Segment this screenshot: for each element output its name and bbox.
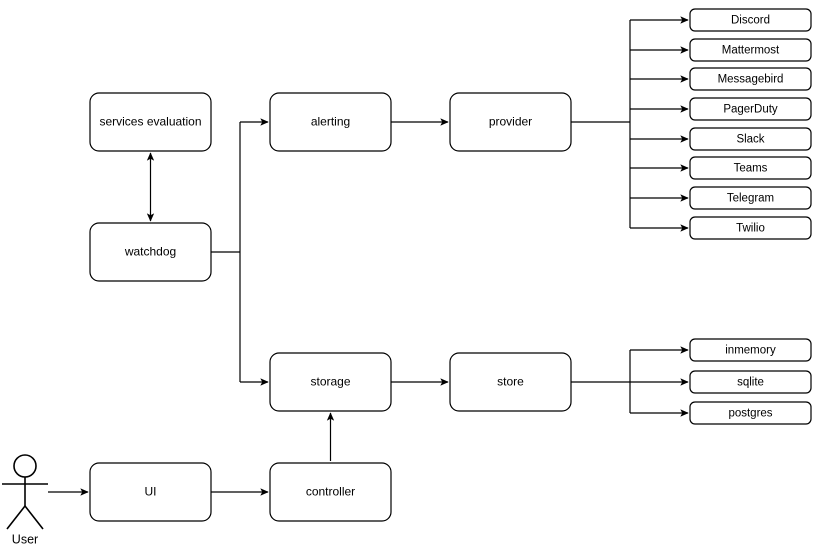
node-alerting[interactable]: alerting [269,92,392,152]
store-option-label-inmemory: inmemory [725,345,776,357]
provider-option-label-slack: Slack [736,134,764,146]
provider-option-label-mattermost: Mattermost [722,45,780,57]
node-label-ui: UI [145,485,157,499]
node-label-provider: provider [489,115,532,129]
node-store[interactable]: store [449,352,572,412]
node-box-provider[interactable] [449,92,572,152]
store-option-label-postgres: postgres [728,408,772,420]
provider-option-discord[interactable]: Discord [689,8,812,32]
provider-option-label-discord: Discord [731,15,770,27]
node-controller[interactable]: controller [269,462,392,522]
provider-option-mattermost[interactable]: Mattermost [689,38,812,62]
node-label-watchdog: watchdog [124,245,176,259]
node-box-controller[interactable] [269,462,392,522]
actor-layer: User [2,454,48,546]
store-option-postgres[interactable]: postgres [689,401,812,425]
provider-option-label-teams: Teams [734,163,768,175]
leaves-layer: DiscordMattermostMessagebirdPagerDutySla… [689,8,812,425]
node-label-controller: controller [306,485,355,499]
node-storage[interactable]: storage [269,352,392,412]
actor-legs-icon [6,505,44,530]
node-box-ui[interactable] [89,462,212,522]
provider-option-telegram[interactable]: Telegram [689,186,812,210]
provider-option-box-telegram[interactable] [689,186,812,210]
provider-option-label-messagebird: Messagebird [718,74,784,86]
node-services-evaluation[interactable]: services evaluation [89,92,212,152]
provider-option-label-telegram: Telegram [727,193,774,205]
provider-option-box-messagebird[interactable] [689,67,812,91]
node-label-store: store [497,375,524,389]
provider-option-box-twilio[interactable] [689,216,812,240]
node-label-services-evaluation: services evaluation [99,115,201,129]
store-option-box-inmemory[interactable] [689,338,812,362]
actor-head-icon [13,454,37,478]
nodes-layer: services evaluation watchdog alerting provi… [89,92,572,522]
provider-option-box-slack[interactable] [689,127,812,151]
edges-layer [48,16,689,496]
provider-option-pagerduty[interactable]: PagerDuty [689,97,812,121]
provider-option-slack[interactable]: Slack [689,127,812,151]
node-label-storage: storage [310,375,350,389]
node-provider[interactable]: provider [449,92,572,152]
actor-label: User [12,532,38,546]
node-box-watchdog[interactable] [89,222,212,282]
provider-option-messagebird[interactable]: Messagebird [689,67,812,91]
store-option-inmemory[interactable]: inmemory [689,338,812,362]
provider-option-box-discord[interactable] [689,8,812,32]
store-option-box-postgres[interactable] [689,401,812,425]
provider-option-box-mattermost[interactable] [689,38,812,62]
node-watchdog[interactable]: watchdog [89,222,212,282]
store-option-box-sqlite[interactable] [689,370,812,394]
provider-option-label-twilio: Twilio [736,223,765,235]
node-ui[interactable]: UI [89,462,212,522]
node-box-storage[interactable] [269,352,392,412]
store-option-sqlite[interactable]: sqlite [689,370,812,394]
provider-option-box-teams[interactable] [689,156,812,180]
provider-option-teams[interactable]: Teams [689,156,812,180]
actor-user[interactable]: User [2,454,48,546]
provider-option-box-pagerduty[interactable] [689,97,812,121]
node-box-store[interactable] [449,352,572,412]
node-box-alerting[interactable] [269,92,392,152]
provider-option-label-pagerduty: PagerDuty [723,104,778,116]
node-label-alerting: alerting [311,115,350,129]
store-option-label-sqlite: sqlite [737,377,764,389]
node-box-services-evaluation[interactable] [89,92,212,152]
provider-option-twilio[interactable]: Twilio [689,216,812,240]
